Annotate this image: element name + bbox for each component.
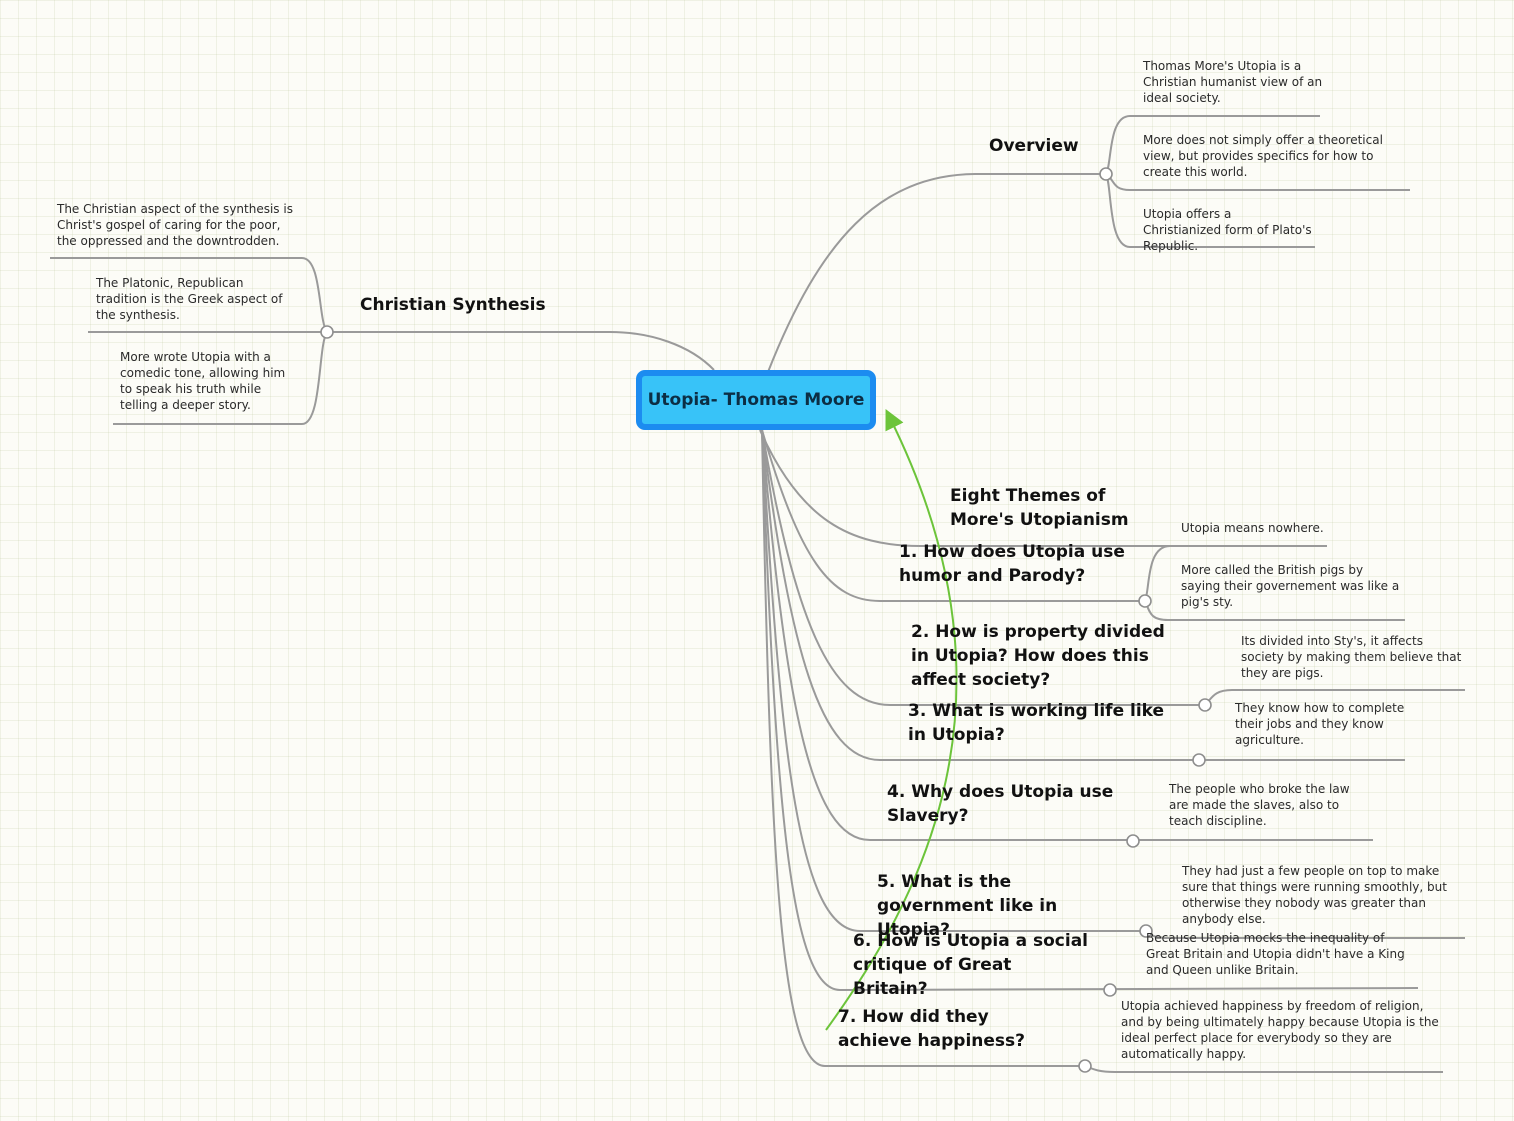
note-overview-2[interactable]: More does not simply offer a theoretical… (1143, 133, 1383, 179)
branch-q7 (761, 429, 1085, 1067)
branch-q6 (761, 429, 1419, 992)
branch-overview (767, 173, 1106, 373)
branch-cs-note-3 (113, 331, 328, 425)
branch-q5 (761, 429, 1146, 932)
central-node[interactable]: Utopia- Thomas Moore (636, 370, 876, 430)
collapse-knob-christian-synthesis[interactable] (320, 325, 334, 339)
note-cs-2[interactable]: The Platonic, Republican tradition is th… (96, 276, 283, 322)
topic-q3[interactable]: 3. What is working life like in Utopia? (908, 701, 1165, 745)
note-q6-1[interactable]: Because Utopia mocks the inequality of G… (1146, 931, 1405, 977)
collapse-knob-q7[interactable] (1078, 1059, 1092, 1073)
topic-christian-synthesis[interactable]: Christian Synthesis (360, 295, 546, 315)
collapse-knob-q3[interactable] (1192, 753, 1206, 767)
collapse-knob-q4[interactable] (1126, 834, 1140, 848)
collapse-knob-q2[interactable] (1198, 698, 1212, 712)
note-overview-3[interactable]: Utopia offers a Christianized form of Pl… (1143, 207, 1312, 253)
note-cs-3[interactable]: More wrote Utopia with a comedic tone, a… (120, 350, 286, 412)
topic-q5[interactable]: 5. What is the government like in Utopia… (877, 872, 1058, 940)
collapse-knob-q1[interactable] (1138, 594, 1152, 608)
topic-q2[interactable]: 2. How is property divided in Utopia? Ho… (911, 622, 1165, 690)
note-q3-1[interactable]: They know how to complete their jobs and… (1235, 701, 1405, 747)
topic-eight-themes[interactable]: Eight Themes of More's Utopianism (950, 486, 1129, 530)
collapse-knob-q6[interactable] (1103, 983, 1117, 997)
branch-q2 (761, 429, 1205, 706)
topic-q1[interactable]: 1. How does Utopia use humor and Parody? (899, 542, 1125, 586)
branch-christian-synthesis (327, 331, 715, 371)
topic-q7[interactable]: 7. How did they achieve happiness? (838, 1007, 1026, 1051)
collapse-knob-q5[interactable] (1139, 924, 1153, 938)
branch-q1-note-1 (1144, 545, 1171, 602)
topic-q4[interactable]: 4. Why does Utopia use Slavery? (887, 782, 1114, 826)
note-q5-1[interactable]: They had just a few people on top to mak… (1182, 864, 1447, 926)
branch-q7-note-1 (1084, 1065, 1443, 1073)
note-cs-1[interactable]: The Christian aspect of the synthesis is… (57, 202, 293, 248)
branch-eight-themes (759, 429, 1327, 547)
note-q1-1[interactable]: Utopia means nowhere. (1181, 521, 1324, 535)
branch-q4 (761, 429, 1373, 841)
note-q7-1[interactable]: Utopia achieved happiness by freedom of … (1121, 999, 1439, 1061)
topic-q6[interactable]: 6. How is Utopia a social critique of Gr… (853, 931, 1088, 999)
topic-overview[interactable]: Overview (989, 136, 1079, 156)
note-q2-1[interactable]: Its divided into Sty's, it affects socie… (1241, 634, 1462, 680)
note-q1-2[interactable]: More called the British pigs by saying t… (1181, 563, 1400, 609)
relation-arrow (825, 409, 958, 1031)
collapse-knob-overview[interactable] (1099, 167, 1113, 181)
note-q4-1[interactable]: The people who broke the law are made th… (1169, 782, 1350, 828)
branch-q1 (761, 429, 1145, 602)
note-overview-1[interactable]: Thomas More's Utopia is a Christian huma… (1143, 59, 1323, 105)
central-node-title: Utopia- Thomas Moore (647, 390, 865, 410)
branch-q3 (761, 429, 1405, 761)
